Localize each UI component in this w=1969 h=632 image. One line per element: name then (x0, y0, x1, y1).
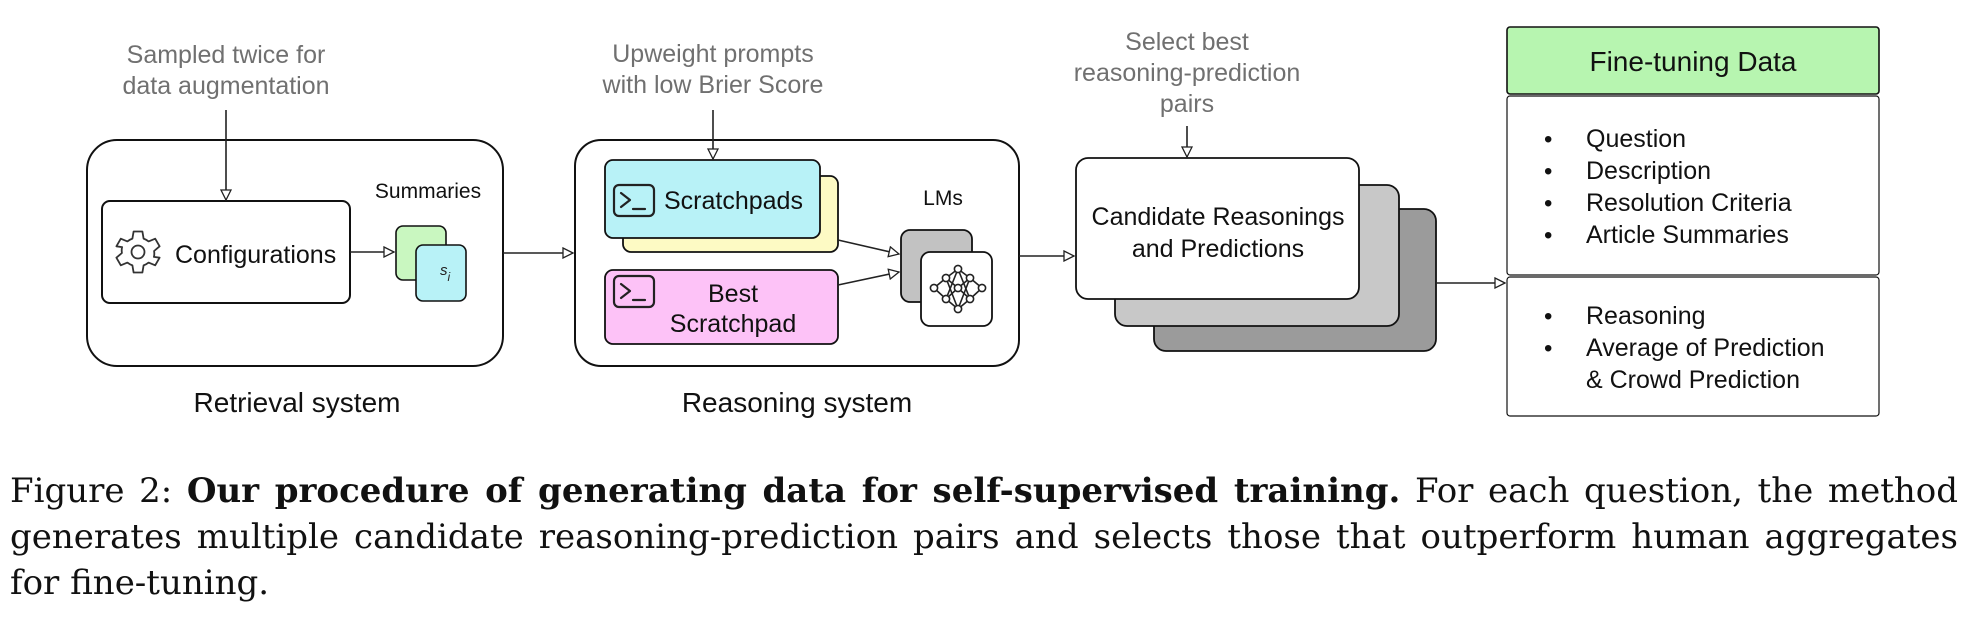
caption-body: For each question, the method generates … (10, 471, 1959, 603)
list-bullet: • (1544, 158, 1552, 185)
best-scratchpad-label-line1: Best (708, 280, 758, 308)
figure-caption: Figure 2: Our procedure of generating da… (10, 468, 1958, 606)
annotation-sampled: Sampled twice for data augmentation (122, 41, 329, 100)
list-bullet: • (1544, 126, 1552, 153)
finetuning-header-label: Fine-tuning Data (1589, 46, 1796, 77)
arrow-scratchpads-to-lms (837, 239, 899, 254)
summary-symbol: si (440, 262, 451, 284)
annotation-sampled-line1: Sampled twice for (127, 41, 326, 69)
reasoning-system: Scratchpads Best Scratchpad LMs (574, 139, 1020, 418)
finetuning-outputs-list: • Reasoning • Average of Prediction & Cr… (1544, 302, 1825, 394)
connector-arrows (226, 110, 1505, 285)
caption-bold-title: Our procedure of generating data for sel… (186, 471, 1401, 511)
list-item: Description (1586, 157, 1711, 185)
finetuning-outputs-box (1506, 276, 1880, 417)
terminal-icon (612, 274, 656, 309)
list-item: & Crowd Prediction (1586, 366, 1800, 394)
candidate-stack: Candidate Reasonings and Predictions (1075, 157, 1437, 352)
annotation-select-line2: reasoning-prediction (1074, 59, 1301, 87)
finetuning-inputs-list: • Question • Description • Resolution Cr… (1544, 125, 1792, 249)
list-item: Question (1586, 125, 1686, 153)
annotation-upweight-line1: Upweight prompts (612, 40, 813, 68)
summaries-label: Summaries (375, 180, 481, 203)
list-item: Reasoning (1586, 302, 1706, 330)
neural-network-icon (929, 264, 987, 314)
finetuning-panel: Fine-tuning Data • Question • Descriptio… (1506, 26, 1880, 417)
list-bullet: • (1544, 303, 1552, 330)
finetuning-header (1506, 26, 1880, 95)
list-bullet: • (1544, 335, 1552, 362)
summary-card-front (415, 244, 467, 302)
terminal-icon (612, 183, 656, 218)
retrieval-system: Configurations Summaries si Retrieval sy… (86, 139, 504, 418)
configurations-label: Configurations (175, 241, 336, 269)
annotation-select-line1: Select best (1125, 28, 1249, 56)
scratchpads-label: Scratchpads (664, 187, 803, 215)
list-item: Average of Prediction (1586, 334, 1825, 362)
list-item: Resolution Criteria (1586, 189, 1792, 217)
candidate-card-front (1075, 157, 1360, 300)
lms-label: LMs (923, 187, 963, 210)
best-scratchpad-box (604, 269, 839, 345)
list-item: Article Summaries (1586, 221, 1789, 249)
finetuning-inputs-box (1506, 95, 1880, 276)
best-scratchpad-label-line2: Scratchpad (670, 310, 796, 338)
caption-label: Figure 2: (10, 471, 187, 511)
annotation-select-line3: pairs (1160, 90, 1214, 118)
arrow-best-scratchpad-to-lms (837, 272, 899, 286)
candidate-label-line2: and Predictions (1132, 235, 1304, 263)
annotation-select: Select best reasoning-prediction pairs (1074, 28, 1301, 118)
reasoning-system-title: Reasoning system (682, 387, 912, 418)
scratchpads-box (604, 159, 821, 239)
gear-icon (115, 230, 161, 274)
candidate-label-line1: Candidate Reasonings (1092, 203, 1345, 231)
annotation-sampled-line2: data augmentation (122, 72, 329, 100)
retrieval-system-title: Retrieval system (194, 387, 401, 418)
annotation-upweight-line2: with low Brier Score (602, 71, 824, 99)
annotation-upweight: Upweight prompts with low Brier Score (602, 40, 824, 99)
list-bullet: • (1544, 222, 1552, 249)
list-bullet: • (1544, 190, 1552, 217)
